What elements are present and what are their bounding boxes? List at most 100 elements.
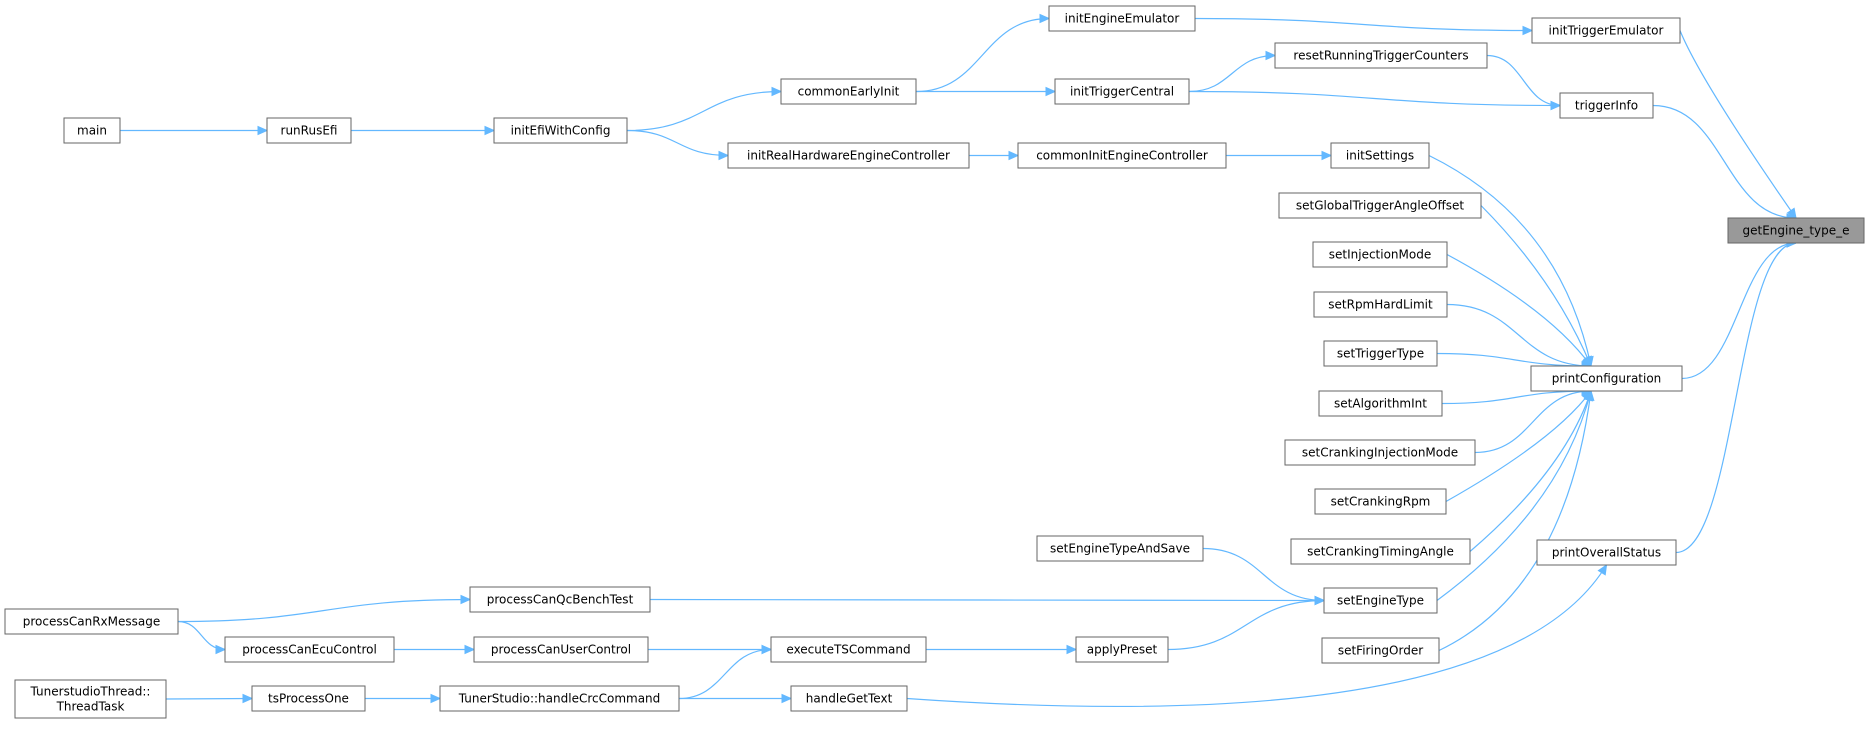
edge-initEngineEmulator-to-initTriggerEmulator: [1194, 17, 1533, 32]
node-label: setGlobalTriggerAngleOffset: [1296, 199, 1465, 213]
node-executeTSCommand[interactable]: executeTSCommand: [770, 636, 927, 663]
node-processCanQcBenchTest[interactable]: processCanQcBenchTest: [469, 586, 651, 613]
node-setCrankingInjectionMode[interactable]: setCrankingInjectionMode: [1284, 439, 1476, 466]
node-initEfiWithConfig[interactable]: initEfiWithConfig: [493, 117, 628, 144]
node-threadTask[interactable]: TunerstudioThread::ThreadTask: [14, 679, 167, 719]
arrowhead-initEfiWithConfig-to-commonEarlyInit: [771, 86, 783, 97]
node-box: [493, 117, 628, 144]
node-setInjectionMode[interactable]: setInjectionMode: [1312, 241, 1448, 268]
node-label: setCrankingRpm: [1331, 495, 1431, 509]
node-label: initRealHardwareEngineController: [747, 149, 950, 163]
edge-initTriggerCentral-to-triggerInfo: [1188, 90, 1561, 107]
node-label: runRusEfi: [281, 124, 338, 138]
node-setRpmHardLimit[interactable]: setRpmHardLimit: [1313, 291, 1448, 318]
node-label: initSettings: [1346, 149, 1414, 163]
node-box: [439, 685, 680, 712]
node-initTriggerEmulator[interactable]: initTriggerEmulator: [1531, 17, 1681, 44]
node-setEngineTypeAndSave[interactable]: setEngineTypeAndSave: [1036, 535, 1204, 562]
node-processCanEcuControl[interactable]: processCanEcuControl: [224, 636, 395, 663]
edges-layer: [120, 13, 1798, 708]
node-tsProcessOne[interactable]: tsProcessOne: [251, 685, 366, 712]
edge-initEfiWithConfig-to-initRealHardwareEngineController: [626, 129, 729, 157]
node-label: initEngineEmulator: [1065, 12, 1180, 26]
node-label: setCrankingInjectionMode: [1302, 446, 1458, 460]
node-handleCrcCommand[interactable]: TunerStudio::handleCrcCommand: [439, 685, 680, 712]
node-applyPreset[interactable]: applyPreset: [1075, 636, 1169, 663]
node-label: setRpmHardLimit: [1328, 298, 1433, 312]
edge-handleCrcCommand-to-executeTSCommand: [678, 648, 772, 700]
node-setCrankingTimingAngle[interactable]: setCrankingTimingAngle: [1290, 538, 1471, 565]
node-processCanRxMessage[interactable]: processCanRxMessage: [4, 608, 179, 635]
node-handleGetText[interactable]: handleGetText: [790, 685, 908, 712]
node-box: [1531, 17, 1681, 44]
node-label: printConfiguration: [1552, 372, 1662, 386]
node-initEngineEmulator[interactable]: initEngineEmulator: [1048, 5, 1196, 32]
edge-setRpmHardLimit-to-printConfiguration: [1446, 303, 1592, 367]
node-initSettings[interactable]: initSettings: [1330, 142, 1430, 169]
arrowhead-initTriggerCentral-to-resetRunningTriggerCounters: [1265, 50, 1277, 61]
node-printConfiguration[interactable]: printConfiguration: [1530, 365, 1683, 392]
node-label: initEfiWithConfig: [511, 124, 611, 138]
arrowhead-handleCrcCommand-to-executeTSCommand: [761, 644, 773, 655]
arrowhead-setInjectionMode-to-printConfiguration: [1581, 355, 1592, 367]
node-box: [1017, 142, 1227, 169]
node-label: ThreadTask: [56, 700, 125, 714]
node-initRealHardwareEngineController[interactable]: initRealHardwareEngineController: [727, 142, 970, 169]
node-setEngineType[interactable]: setEngineType: [1323, 587, 1438, 614]
node-label: processCanUserControl: [491, 643, 631, 657]
node-box: [1323, 587, 1438, 614]
node-setTriggerType[interactable]: setTriggerType: [1323, 340, 1438, 367]
node-label: processCanEcuControl: [242, 643, 377, 657]
node-box: [1559, 92, 1654, 119]
edge-applyPreset-to-setEngineType: [1167, 599, 1325, 651]
arrowhead-main-to-runRusEfi: [257, 125, 269, 136]
node-box: [1314, 488, 1447, 515]
node-box: [790, 685, 908, 712]
node-setGlobalTriggerAngleOffset[interactable]: setGlobalTriggerAngleOffset: [1278, 192, 1482, 219]
arrowhead-processCanQcBenchTest-to-setEngineType: [1314, 595, 1326, 606]
arrowhead-processCanRxMessage-to-processCanQcBenchTest: [460, 594, 472, 605]
arrowhead-commonInitEngineController-to-initSettings: [1321, 150, 1333, 161]
edge-triggerInfo-to-getEngine: [1652, 104, 1797, 219]
node-box: [1312, 241, 1448, 268]
node-box: [1278, 192, 1482, 219]
node-runRusEfi[interactable]: runRusEfi: [266, 117, 352, 144]
node-printOverallStatus[interactable]: printOverallStatus: [1536, 539, 1677, 566]
node-getEngine[interactable]: getEngine_type_e: [1727, 217, 1865, 244]
edge-setEngineType-to-printConfiguration: [1436, 390, 1592, 601]
node-label: commonInitEngineController: [1036, 149, 1208, 163]
node-triggerInfo[interactable]: triggerInfo: [1559, 92, 1654, 119]
edge-setAlgorithmInt-to-printConfiguration: [1441, 390, 1592, 405]
node-setFiringOrder[interactable]: setFiringOrder: [1321, 637, 1440, 664]
node-label: setFiringOrder: [1338, 644, 1423, 658]
edge-processCanRxMessage-to-processCanEcuControl: [177, 620, 226, 651]
node-setCrankingRpm[interactable]: setCrankingRpm: [1314, 488, 1447, 515]
node-box: [1036, 535, 1204, 562]
node-label: setCrankingTimingAngle: [1307, 545, 1454, 559]
node-box: [4, 608, 179, 635]
arrowhead-initEfiWithConfig-to-initRealHardwareEngineController: [718, 150, 730, 161]
node-box: [1048, 5, 1196, 32]
node-box: [224, 636, 395, 663]
edge-initTriggerCentral-to-resetRunningTriggerCounters: [1188, 54, 1276, 93]
node-label: getEngine_type_e: [1742, 224, 1849, 238]
node-commonEarlyInit[interactable]: commonEarlyInit: [780, 78, 917, 105]
node-initTriggerCentral[interactable]: initTriggerCentral: [1054, 78, 1190, 105]
node-box: [1075, 636, 1169, 663]
arrowhead-runRusEfi-to-initEfiWithConfig: [484, 125, 496, 136]
node-main[interactable]: main: [63, 117, 121, 144]
node-processCanUserControl[interactable]: processCanUserControl: [473, 636, 649, 663]
node-resetRunningTriggerCounters[interactable]: resetRunningTriggerCounters: [1274, 42, 1488, 69]
node-setAlgorithmInt[interactable]: setAlgorithmInt: [1318, 390, 1443, 417]
edge-handleGetText-to-printOverallStatus: [906, 564, 1608, 708]
node-commonInitEngineController[interactable]: commonInitEngineController: [1017, 142, 1227, 169]
edge-commonEarlyInit-to-initEngineEmulator: [915, 17, 1050, 93]
edge-printOverallStatus-to-getEngine: [1675, 242, 1797, 554]
arrowhead-threadTask-to-tsProcessOne: [242, 693, 254, 704]
arrowhead-setFiringOrder-to-printConfiguration: [1585, 389, 1595, 402]
node-label: handleGetText: [806, 692, 893, 706]
node-label: applyPreset: [1087, 643, 1158, 657]
edge-setEngineTypeAndSave-to-setEngineType: [1202, 547, 1325, 602]
arrowhead-initTriggerEmulator-to-getEngine: [1786, 207, 1797, 220]
